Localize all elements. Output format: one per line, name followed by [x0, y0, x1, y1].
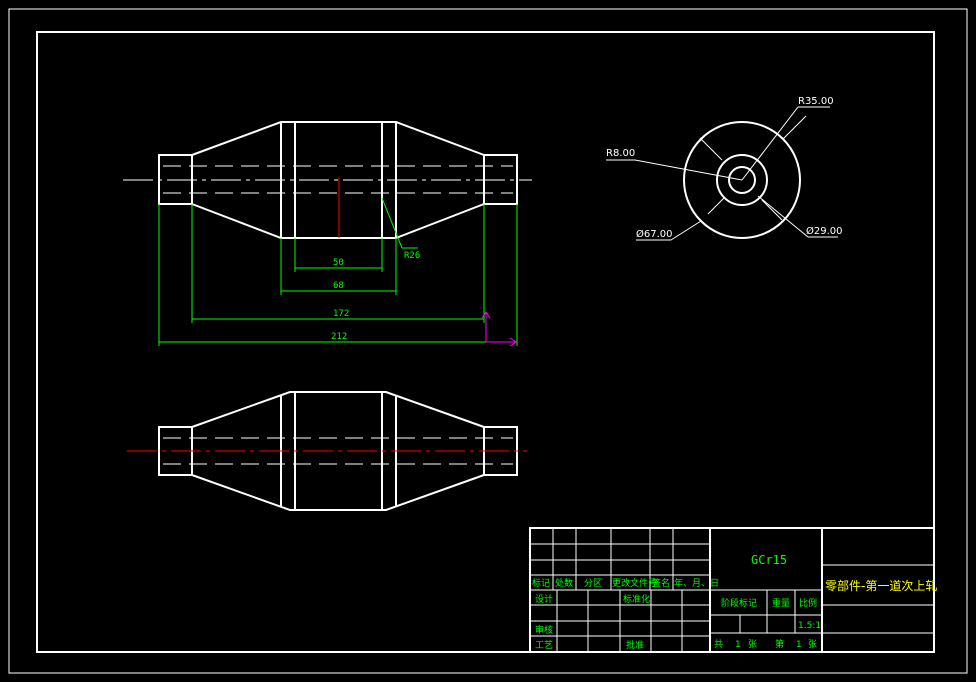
dim-68: 68 [333, 281, 344, 291]
dim-212: 212 [331, 332, 347, 342]
tb-scale-value: 1.5:1 [798, 621, 821, 631]
tb-standardize: 标准化 [623, 593, 650, 605]
inner-frame [36, 31, 935, 653]
bottom-hidden-lines [163, 437, 513, 465]
tb-sheet-n: 1 [796, 640, 802, 650]
tb-total-n: 1 [735, 640, 741, 650]
tb-design: 设计 [535, 593, 553, 605]
material-label: GCr15 [751, 553, 787, 567]
tb-header-zone: 分区 [584, 578, 602, 589]
tb-stage-mark: 阶段标记 [721, 597, 757, 609]
tb-weight: 重量 [772, 597, 790, 609]
tb-approve: 批准 [626, 639, 644, 651]
front-dimensions [158, 197, 518, 346]
tb-total: 共 [714, 639, 723, 650]
tb-header-count: 处数 [555, 577, 573, 589]
label-r35: R35.00 [798, 96, 834, 107]
label-dia29: Ø29.00 [806, 225, 843, 237]
body-upper-profile [191, 121, 485, 156]
label-r8: R8.00 [606, 148, 635, 159]
tb-scale-label: 比例 [799, 597, 817, 609]
tb-header-docno: 更改文件号 [612, 577, 657, 589]
tb-header-date: 年、月、日 [674, 577, 719, 589]
end-view-leaders [606, 106, 838, 241]
label-dia67: Ø67.00 [636, 228, 673, 240]
title-block [529, 527, 935, 653]
inner-circle [728, 166, 756, 194]
magenta-markers [481, 311, 517, 347]
tb-header-signature: 签名 [652, 577, 670, 589]
part-name: 零部件-第一道次上轧 [825, 578, 937, 593]
outer-circle [683, 121, 801, 239]
dim-50: 50 [333, 258, 344, 268]
outer-frame [8, 8, 968, 674]
tb-sheets: 张 [748, 639, 757, 650]
tb-header-mark: 标记 [532, 577, 550, 589]
dim-172: 172 [333, 309, 349, 319]
mid-circle [716, 154, 768, 206]
body-lower-profile [191, 203, 485, 239]
tb-process: 工艺 [535, 640, 553, 651]
front-hidden-lines [163, 165, 513, 194]
tb-sheet: 第 [775, 638, 784, 650]
tb-review: 审核 [535, 624, 553, 636]
dim-r26: R26 [404, 251, 420, 261]
end-view [683, 121, 801, 239]
tb-sheets2: 张 [808, 639, 817, 650]
